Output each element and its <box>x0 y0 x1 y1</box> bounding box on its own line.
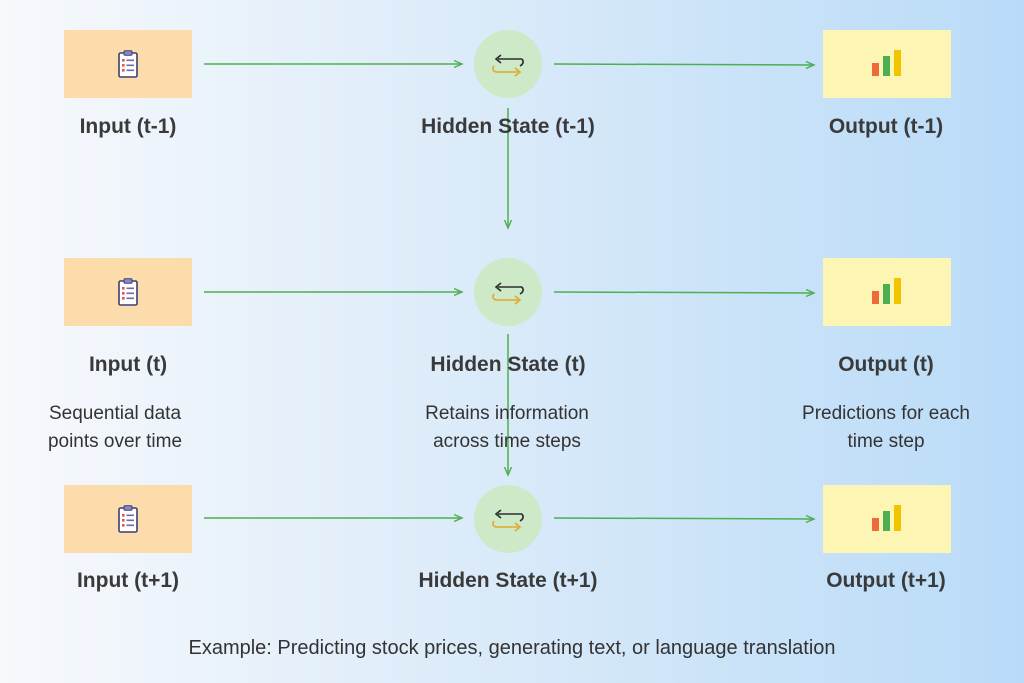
output-description-line: Predictions for each <box>802 403 970 424</box>
hidden-to-output-arrow-1 <box>553 64 814 65</box>
recurrent-arrows-icon <box>492 54 524 77</box>
output-label: Output (t+1) <box>826 569 946 592</box>
input-box-t-minus-1 <box>64 30 192 98</box>
input-description-line: Sequential data <box>48 403 182 424</box>
input-label: Input (t+1) <box>76 569 180 592</box>
input-box-t <box>64 258 192 326</box>
input-description: Sequential data points over time <box>0 400 240 456</box>
input-label: Input (t-1) <box>79 115 177 138</box>
hidden-to-output-arrow-2 <box>553 292 814 293</box>
hidden-state-description: Retains information across time steps <box>382 400 632 456</box>
output-description: Predictions for each time step <box>761 400 1011 456</box>
hidden-state-node-t <box>474 258 542 326</box>
hidden-state-label: Hidden State (t) <box>430 353 586 376</box>
clipboard-icon <box>118 278 138 306</box>
hidden-state-node-t-plus-1 <box>474 485 542 553</box>
output-box-t <box>823 258 951 326</box>
example-caption: Example: Predicting stock prices, genera… <box>188 637 836 659</box>
output-label: Output (t) <box>838 353 934 376</box>
output-label: Output (t-1) <box>828 115 944 138</box>
bar-chart-icon <box>872 50 901 76</box>
hidden-state-label: Hidden State (t-1) <box>421 115 595 138</box>
input-description-line: points over time <box>47 431 183 452</box>
hidden-state-description-line: across time steps <box>433 431 581 452</box>
hidden-state-label: Hidden State (t+1) <box>418 569 598 592</box>
output-description-line: time step <box>847 431 925 452</box>
recurrent-arrows-icon <box>492 282 524 305</box>
clipboard-icon <box>118 50 138 78</box>
hidden-to-output-arrow-3 <box>553 518 814 519</box>
hidden-state-description-line: Retains information <box>425 403 589 424</box>
input-label: Input (t) <box>88 353 168 376</box>
clipboard-icon <box>118 505 138 533</box>
bar-chart-icon <box>872 505 901 531</box>
recurrent-arrows-icon <box>492 509 524 532</box>
hidden-state-node-t-minus-1 <box>474 30 542 98</box>
output-box-t-plus-1 <box>823 485 951 553</box>
output-box-t-minus-1 <box>823 30 951 98</box>
bar-chart-icon <box>872 278 901 304</box>
input-box-t-plus-1 <box>64 485 192 553</box>
